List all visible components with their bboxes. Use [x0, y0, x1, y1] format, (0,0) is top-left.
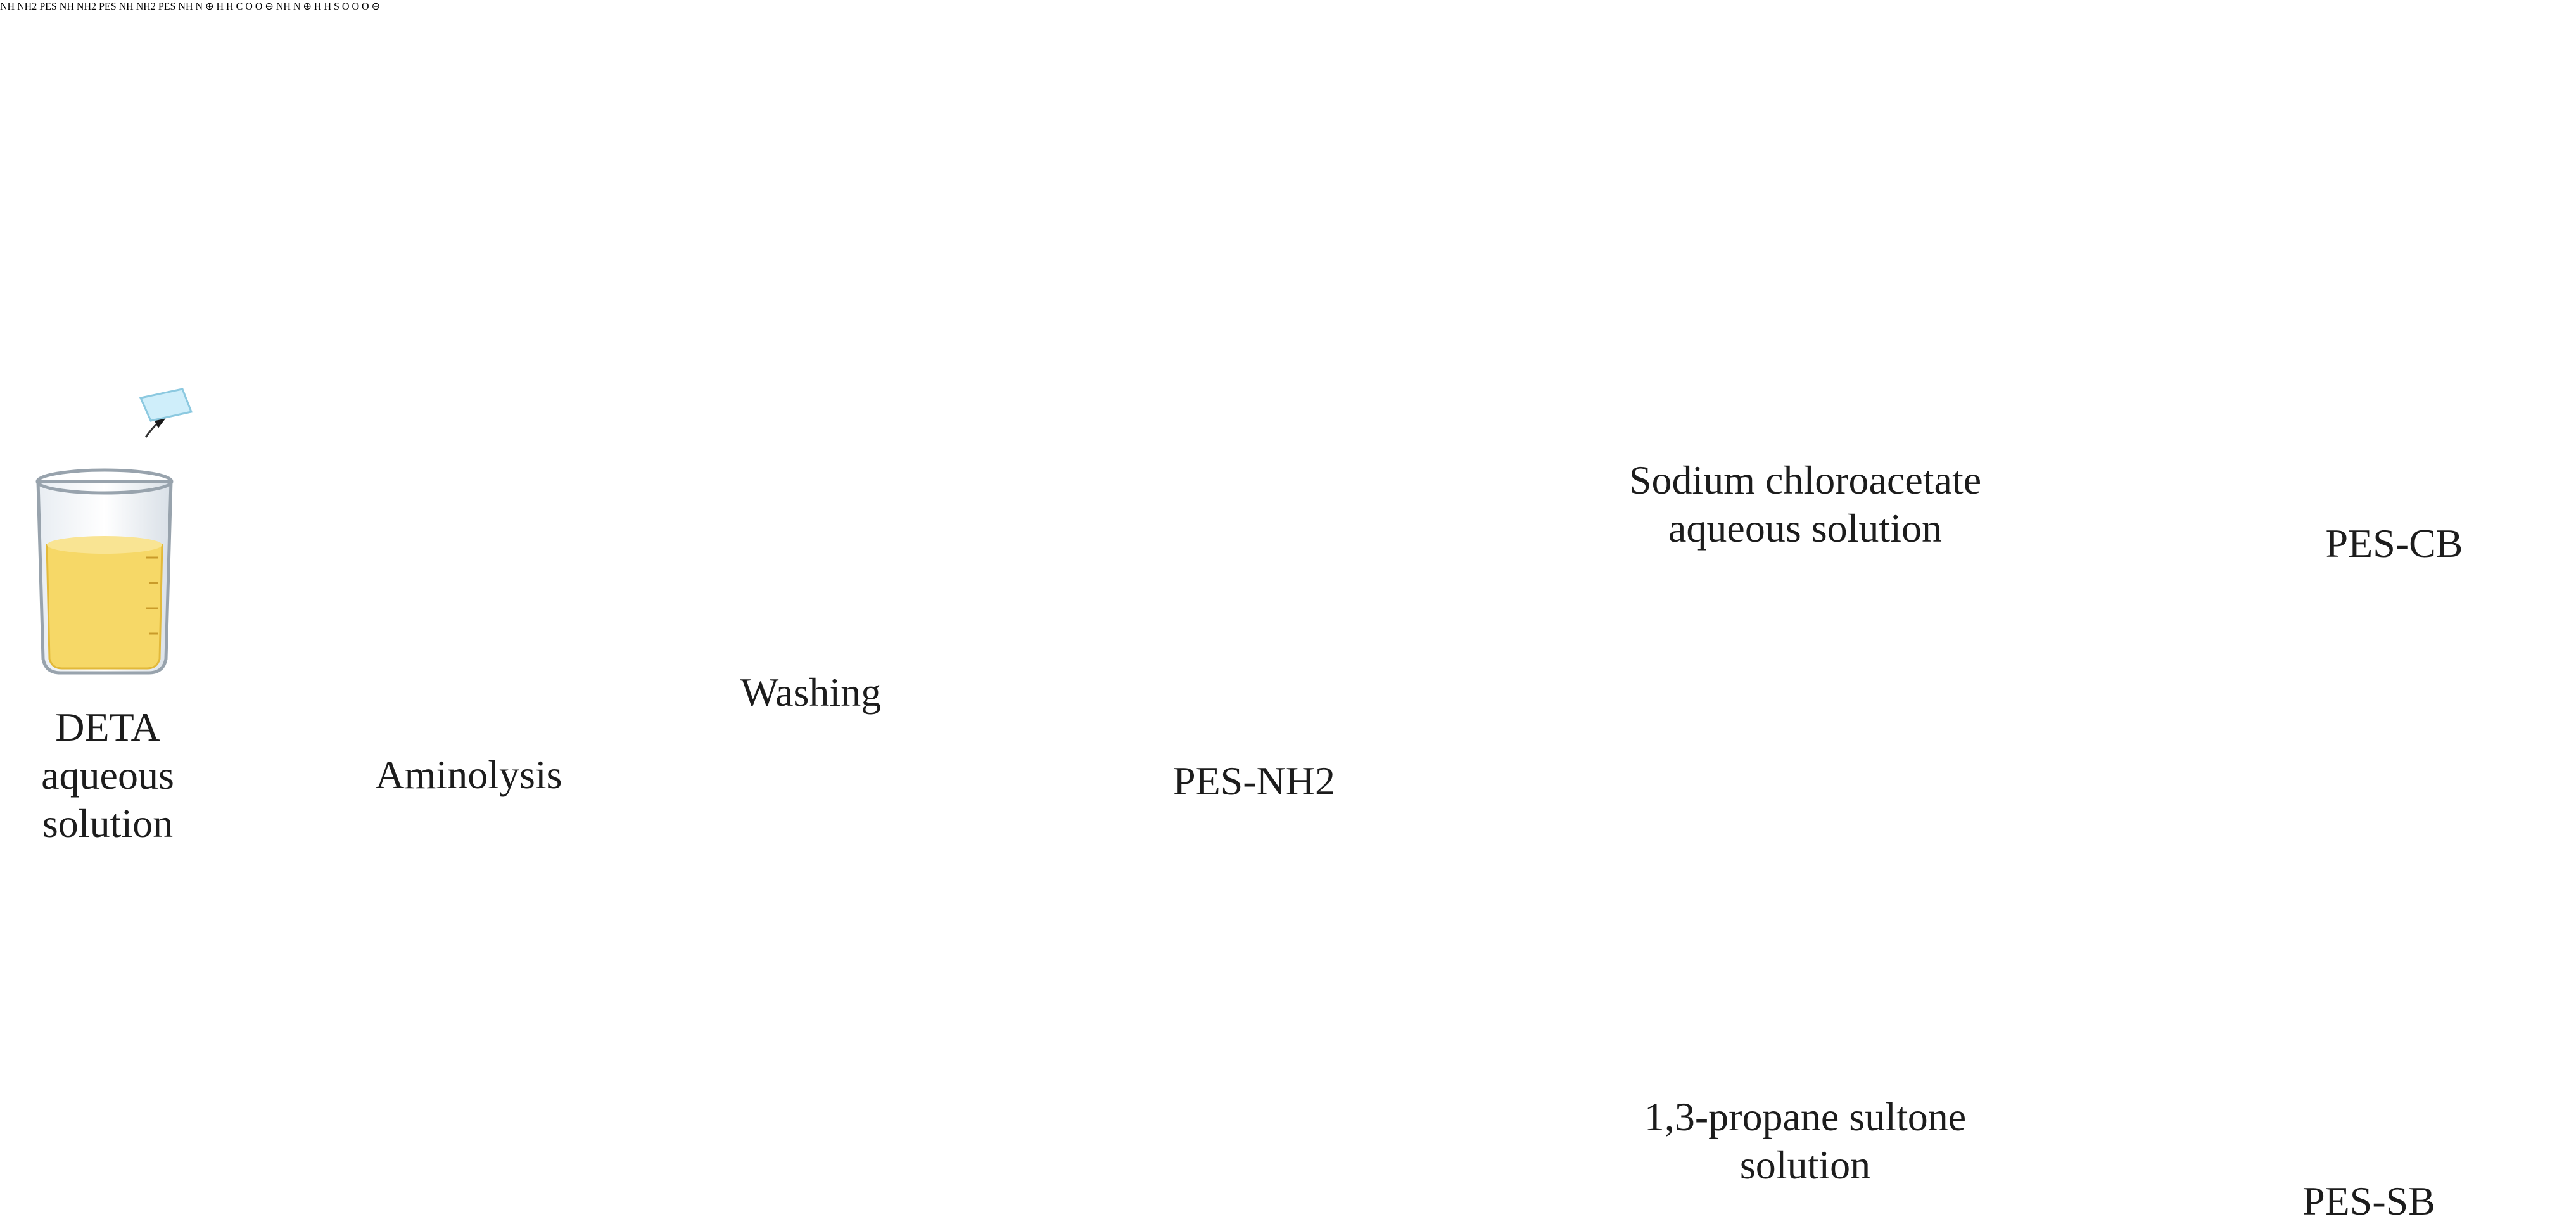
caption-deta: DETA aqueous solution — [41, 705, 174, 846]
caption-washing: Washing — [740, 670, 882, 715]
pes-label: PES — [39, 1, 57, 12]
pes-cb-structure: NH N ⊕ H H C O O ⊖ — [178, 1, 276, 12]
nh2-label: NH2 — [136, 1, 156, 12]
arrow-1: NH NH2 PES NH NH2 PES NH NH2 PES — [0, 1, 2463, 1223]
caption-pes-sb: PES-SB — [2302, 1178, 2435, 1223]
nh2-label: NH2 — [76, 1, 97, 12]
caption-propane: 1,3-propane sultone solution — [1644, 1094, 1967, 1187]
nh-label: NH — [59, 1, 74, 12]
branch-brace: NH N ⊕ H H C O O ⊖ NH — [41, 1, 2463, 1223]
arrow-5: NH NH2 PES NH NH2 PES NH NH2 PES — [0, 1, 2463, 1223]
h-label: H — [226, 1, 234, 12]
pes-label: PES — [158, 1, 176, 12]
minus-charge: ⊖ — [371, 1, 380, 12]
h-label: H — [314, 1, 322, 12]
arrow-4: NH NH2 PES NH NH2 PES NH NH2 PES — [0, 1, 2463, 1223]
plus-charge: ⊕ — [205, 1, 214, 12]
caption-aminolysis: Aminolysis — [375, 752, 562, 797]
o-label: O — [245, 1, 253, 12]
n-label: N — [195, 1, 203, 12]
deta-beaker — [35, 388, 193, 675]
o-label: O — [352, 1, 360, 12]
arrow-3: NH NH2 PES NH NH2 PES NH NH2 PES — [0, 1, 2463, 1223]
nh-label: NH — [276, 1, 291, 12]
plus-charge: ⊕ — [303, 1, 312, 12]
nh2-label: NH2 — [17, 1, 37, 12]
nh-label: NH — [178, 1, 193, 12]
s-label: S — [334, 1, 339, 12]
nh-label: NH — [0, 1, 15, 12]
arrow-2: NH NH2 PES NH NH2 PES NH NH2 PES — [0, 1, 2463, 1223]
pes-label: PES — [99, 1, 117, 12]
n-label: N — [293, 1, 301, 12]
o-label: O — [362, 1, 369, 12]
h-label: H — [324, 1, 331, 12]
caption-sodium: Sodium chloroacetate aqueous solution — [1628, 457, 1982, 551]
minus-charge: ⊖ — [265, 1, 274, 12]
caption-pes-nh2: PES-NH2 — [1172, 758, 1336, 803]
caption-pes-cb: PES-CB — [2325, 521, 2463, 566]
o-label: O — [341, 1, 350, 12]
h-label: H — [216, 1, 224, 12]
pes-nh2-structure: NH NH2 PES NH NH2 PES NH NH2 PES — [0, 1, 178, 12]
pes-sb-structure: NH N ⊕ H H S O O O ⊖ — [276, 1, 380, 12]
c-label: C — [236, 1, 243, 12]
o-label: O — [255, 1, 263, 12]
nh-label: NH — [118, 1, 134, 12]
